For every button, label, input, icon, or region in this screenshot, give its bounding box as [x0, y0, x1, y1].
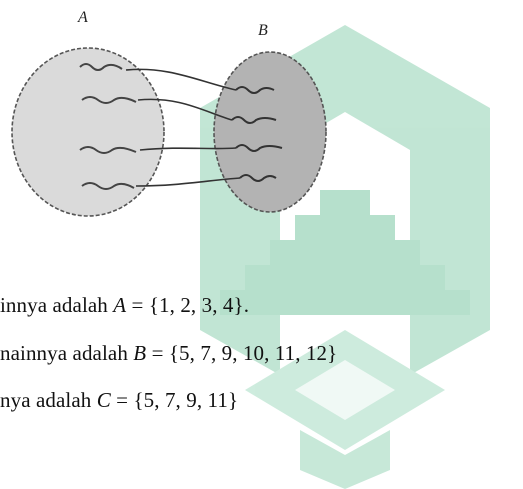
set-b-element-1 [235, 86, 275, 94]
line2-set: = {5, 7, 9, 10, 11, 12} [146, 341, 338, 365]
mapping-line-1 [125, 68, 237, 91]
text-line-codomain: nainnya adalah B = {5, 7, 9, 10, 11, 12} [0, 340, 337, 366]
line2-variable: B [133, 341, 147, 365]
mapping-line-2 [137, 98, 233, 121]
set-b-oval [213, 51, 327, 213]
watermark-diamond [245, 330, 445, 450]
set-a-oval [11, 47, 165, 217]
text-line-domain: innya adalah A = {1, 2, 3, 4}. [0, 292, 249, 318]
line2-prefix: nainnya adalah [0, 341, 134, 365]
mapping-lines [125, 68, 241, 187]
line1-prefix: innya adalah [0, 293, 114, 317]
set-b-elements [231, 86, 283, 182]
set-a-elements [79, 63, 137, 190]
watermark-steps [220, 190, 470, 315]
set-b-element-3 [235, 144, 283, 152]
set-mapping-diagram: A B [11, 9, 327, 217]
mapping-line-4 [135, 177, 241, 187]
watermark-diamond-inner [295, 360, 395, 420]
set-b-element-2 [231, 116, 277, 124]
set-b-element-4 [239, 174, 277, 182]
line1-variable: A [113, 293, 127, 317]
set-a-label: A [77, 9, 88, 26]
watermark-chevron [300, 430, 390, 489]
set-a-element-1 [79, 63, 123, 71]
set-a-element-3 [79, 146, 137, 154]
line3-set: = {5, 7, 9, 11} [110, 388, 239, 412]
line1-set: = {1, 2, 3, 4}. [126, 293, 250, 317]
set-a-element-2 [81, 96, 137, 104]
set-a-element-4 [81, 182, 135, 190]
mapping-line-3 [139, 147, 237, 151]
line3-prefix: nya adalah [0, 388, 97, 412]
set-b-label: B [258, 22, 268, 39]
line3-variable: C [96, 388, 111, 412]
text-line-range: nya adalah C = {5, 7, 9, 11} [0, 387, 238, 413]
